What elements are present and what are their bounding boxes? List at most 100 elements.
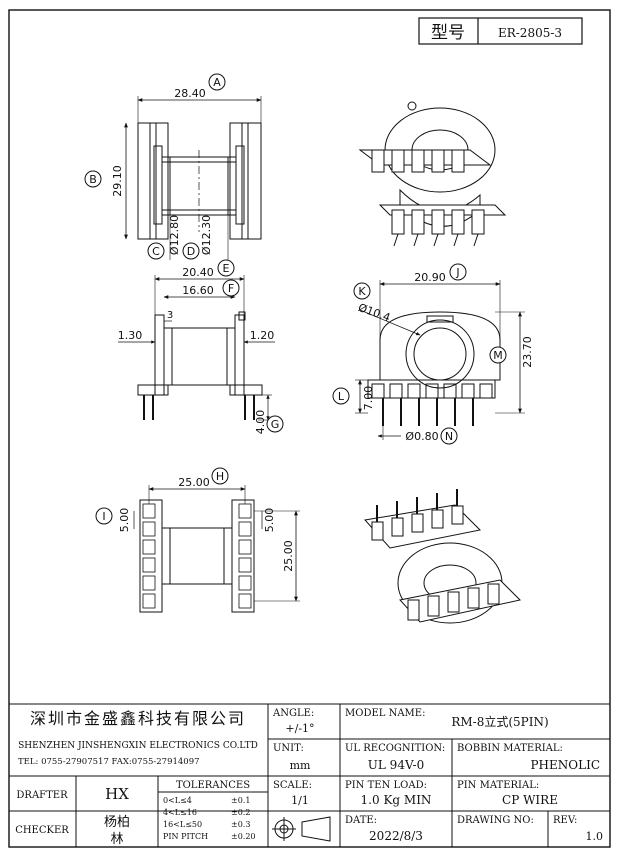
title-block — [9, 703, 610, 847]
company-cn: 深圳市金盛鑫科技有限公司 — [30, 709, 246, 728]
dim-H-value: 25.00 — [178, 476, 210, 489]
pin-load-label: PIN TEN LOAD: — [345, 780, 427, 791]
tol-range-2: 4<L≤16 — [163, 808, 197, 817]
dim-A-value: 28.40 — [174, 87, 206, 100]
callout-D — [182, 242, 200, 260]
dim-G-value: 4.00 — [254, 410, 267, 435]
dim-C-value: Ø12.80 — [168, 215, 181, 255]
plan-view-labels: 25.00 H I 5.00 5.00 25.00 — [95, 467, 295, 572]
tolerances-label: TOLERANCES — [176, 780, 250, 791]
pin-load-value: 1.0 Kg MIN — [361, 793, 432, 807]
scale-label: SCALE: — [273, 780, 312, 791]
tol-value-3: ±0.3 — [231, 820, 250, 829]
bobbin-label: BOBBIN MATERIAL: — [457, 743, 563, 754]
callout-N-letter: N — [445, 430, 453, 443]
checker-value-1: 杨柏 — [104, 815, 130, 830]
callout-J-letter: J — [455, 266, 459, 279]
ul-value: UL 94V-0 — [368, 758, 424, 772]
callout-K-letter: K — [358, 285, 366, 298]
end-view — [355, 280, 525, 440]
rev-label: REV: — [553, 815, 577, 826]
callout-M-letter: M — [493, 349, 503, 362]
callout-D-letter: D — [187, 245, 195, 258]
dim-F-value: 16.60 — [182, 284, 214, 297]
callout-F-letter: F — [228, 282, 234, 295]
callout-L — [332, 387, 350, 405]
side-view — [118, 275, 275, 421]
drafter-label: DRAFTER — [16, 790, 68, 801]
plan-view — [133, 485, 300, 613]
tol-range-4: PIN PITCH — [163, 832, 208, 841]
model-name-label: MODEL NAME: — [345, 708, 425, 719]
title-block-text: 深圳市金盛鑫科技有限公司 SHENZHEN JINSHENGXIN ELECTR… — [15, 708, 603, 847]
angle-value: +/-1° — [285, 722, 314, 735]
dim-M-value: 23.70 — [521, 336, 534, 368]
date-value: 2022/8/3 — [369, 829, 423, 843]
callout-N — [440, 427, 458, 445]
callout-G-letter: G — [271, 418, 280, 431]
callout-G — [266, 415, 284, 433]
drawing-no-label: DRAWING NO: — [457, 815, 534, 826]
contact-line: TEL: 0755-27907517 FAX:0755-27914097 — [18, 757, 200, 767]
callout-C-letter: C — [152, 245, 160, 258]
model-code: ER-2805-3 — [498, 26, 562, 40]
scale-value: 1/1 — [291, 794, 309, 807]
tol-value-1: ±0.1 — [231, 796, 250, 805]
callout-B-letter: B — [89, 173, 97, 186]
pin-material-value: CP WIRE — [502, 793, 558, 807]
callout-H — [211, 467, 229, 485]
model-name-value: RM-8立式(5PIN) — [451, 714, 548, 729]
front-view — [124, 96, 262, 260]
dim-wall-left-value: 1.30 — [118, 329, 143, 342]
rev-value: 1.0 — [586, 830, 604, 843]
callout-M — [489, 346, 507, 364]
drawing-border — [8, 9, 611, 848]
dim-height-right-value: 25.00 — [282, 540, 295, 572]
side-view-labels: 20.40 E 16.60 F 3 1.30 1.20 4.00 G — [118, 259, 284, 435]
callout-A-letter: A — [213, 76, 221, 89]
callout-F — [222, 279, 240, 297]
callout-H-letter: H — [216, 470, 224, 483]
dim-N-value: Ø0.80 — [405, 430, 438, 443]
company-en: SHENZHEN JINSHENGXIN ELECTRONICS CO.LTD — [18, 741, 258, 751]
callout-A — [208, 73, 226, 91]
pin-material-label: PIN MATERIAL: — [457, 780, 539, 791]
dim-pitch-right-value: 5.00 — [263, 508, 276, 533]
callout-K — [353, 282, 371, 300]
callout-L-letter: L — [338, 390, 345, 403]
dim-slot-value: 3 — [167, 310, 173, 321]
dim-wall-right-value: 1.20 — [250, 329, 275, 342]
dim-I-value: 5.00 — [118, 508, 131, 533]
model-label: 型号 — [431, 23, 465, 43]
ul-label: UL RECOGNITION: — [345, 743, 445, 754]
front-view-labels: 28.40 A 29.10 B Ø12.80 Ø12.30 C D — [84, 73, 226, 260]
callout-B — [84, 170, 102, 188]
callout-I — [95, 507, 113, 525]
dim-B-value: 29.10 — [111, 165, 124, 197]
callout-E-letter: E — [223, 262, 230, 275]
model-header: 型号 ER-2805-3 — [418, 17, 583, 45]
callout-C — [147, 242, 165, 260]
tol-range-3: 16<L≤50 — [163, 820, 202, 829]
checker-value-2: 林 — [110, 832, 123, 847]
bobbin-value: PHENOLIC — [530, 758, 600, 772]
angle-label: ANGLE: — [272, 708, 314, 719]
drafter-value: HX — [105, 785, 129, 803]
callout-J — [449, 263, 467, 281]
dim-D-value: Ø12.30 — [200, 215, 213, 255]
callout-E — [217, 259, 235, 277]
date-label: DATE: — [345, 815, 377, 826]
isometric-view-top — [358, 101, 507, 247]
dim-K-value: Ø10.4 — [356, 301, 392, 325]
dim-J-value: 20.90 — [414, 271, 446, 284]
dim-E-value: 20.40 — [182, 266, 214, 279]
tol-range-1: 0<L≤4 — [163, 796, 192, 805]
tol-value-2: ±0.2 — [231, 808, 250, 817]
isometric-view-bottom — [364, 489, 521, 624]
callout-I-letter: I — [102, 510, 105, 523]
tol-value-4: ±0.20 — [231, 832, 256, 841]
checker-label: CHECKER — [15, 825, 69, 836]
unit-value: mm — [290, 759, 311, 772]
unit-label: UNIT: — [273, 743, 304, 754]
